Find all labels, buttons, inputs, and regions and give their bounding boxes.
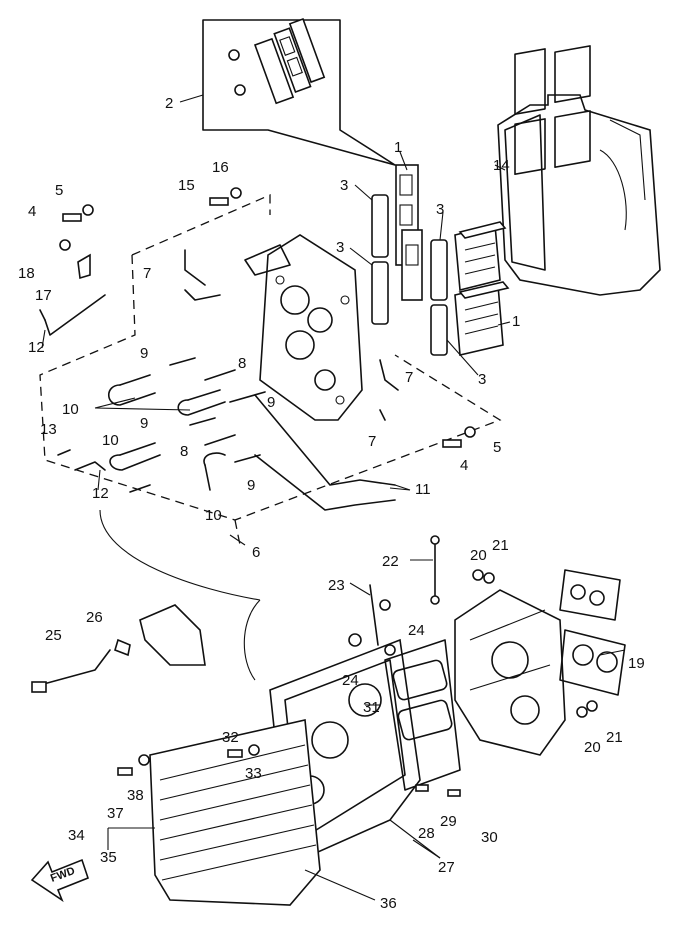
reed-gaskets [371, 194, 448, 356]
callout-c32: 32 [222, 729, 239, 746]
callout-c33: 33 [245, 765, 262, 782]
part-callouts: 1123333445567778899991010101112121314151… [18, 95, 645, 912]
callout-c15: 15 [178, 177, 195, 194]
leader-lines [41, 94, 626, 901]
callout-c18: 18 [18, 265, 35, 282]
callout-c3c: 3 [436, 201, 444, 218]
callout-c10c: 10 [205, 507, 222, 524]
callout-c1a: 1 [394, 139, 402, 156]
callout-c17: 17 [35, 287, 52, 304]
exhaust-outer-cover-34 [149, 719, 321, 906]
hoses-and-fittings [39, 249, 399, 511]
reed-plate-stack [395, 164, 423, 301]
callout-c28: 28 [418, 825, 435, 842]
callout-c22: 22 [382, 553, 399, 570]
callout-c10a: 10 [62, 401, 79, 418]
callout-c3a: 3 [340, 177, 348, 194]
callout-c30: 30 [481, 829, 498, 846]
callout-c35: 35 [100, 849, 117, 866]
callout-c20b: 20 [584, 739, 601, 756]
carb-gaskets [559, 569, 626, 696]
callout-c3b: 3 [336, 239, 344, 256]
callout-c36: 36 [380, 895, 397, 912]
intake-manifold [244, 234, 363, 421]
callout-c10b: 10 [102, 432, 119, 449]
bolts-and-washers [59, 187, 476, 448]
callout-c21b: 21 [606, 729, 623, 746]
crankcase-adapter-plate [497, 45, 661, 296]
callout-c23: 23 [328, 577, 345, 594]
callout-c3d: 3 [478, 371, 486, 388]
callout-c27: 27 [438, 859, 455, 876]
callout-c31: 31 [363, 699, 380, 716]
callout-c4a: 4 [28, 203, 36, 220]
callout-c24a: 24 [408, 622, 425, 639]
callout-c9d: 9 [247, 477, 255, 494]
hose-kit-boundary [39, 194, 502, 681]
wiring-and-sensor [31, 535, 440, 693]
callout-c2: 2 [165, 95, 173, 112]
reed-valve-assembly-upper [454, 221, 507, 292]
callout-c1b: 1 [512, 313, 520, 330]
callout-c12a: 12 [28, 339, 45, 356]
callout-c9c: 9 [267, 394, 275, 411]
callout-c14: 14 [493, 157, 510, 174]
callout-c21a: 21 [492, 537, 509, 554]
callout-c20a: 20 [470, 547, 487, 564]
carburetor-assembly [454, 589, 566, 756]
callout-c5a: 5 [55, 182, 63, 199]
callout-c12b: 12 [92, 485, 109, 502]
callout-c25: 25 [45, 627, 62, 644]
callout-c9b: 9 [140, 415, 148, 432]
callout-c38: 38 [127, 787, 144, 804]
callout-c7a: 7 [143, 265, 151, 282]
callout-c7c: 7 [368, 433, 376, 450]
callout-c24b: 24 [342, 672, 359, 689]
callout-c5b: 5 [493, 439, 501, 456]
inset-reed-valve-detail [202, 17, 396, 166]
callout-c16: 16 [212, 159, 229, 176]
callout-c13: 13 [40, 421, 57, 438]
callout-c8a: 8 [238, 355, 246, 372]
forward-direction-arrow: FWD [30, 858, 89, 903]
callout-c9a: 9 [140, 345, 148, 362]
reed-valve-assembly-lower [454, 281, 510, 356]
hardware-misc [117, 569, 598, 797]
callout-c19: 19 [628, 655, 645, 672]
callout-c4b: 4 [460, 457, 468, 474]
callout-c29: 29 [440, 813, 457, 830]
callout-c8b: 8 [180, 443, 188, 460]
callout-c37: 37 [107, 805, 124, 822]
callout-c6: 6 [252, 544, 260, 561]
exhaust-gasket-31 [384, 639, 461, 791]
callout-c7b: 7 [405, 369, 413, 386]
callout-c11: 11 [415, 481, 431, 498]
callout-c34: 34 [68, 827, 85, 844]
callout-c26: 26 [86, 609, 103, 626]
